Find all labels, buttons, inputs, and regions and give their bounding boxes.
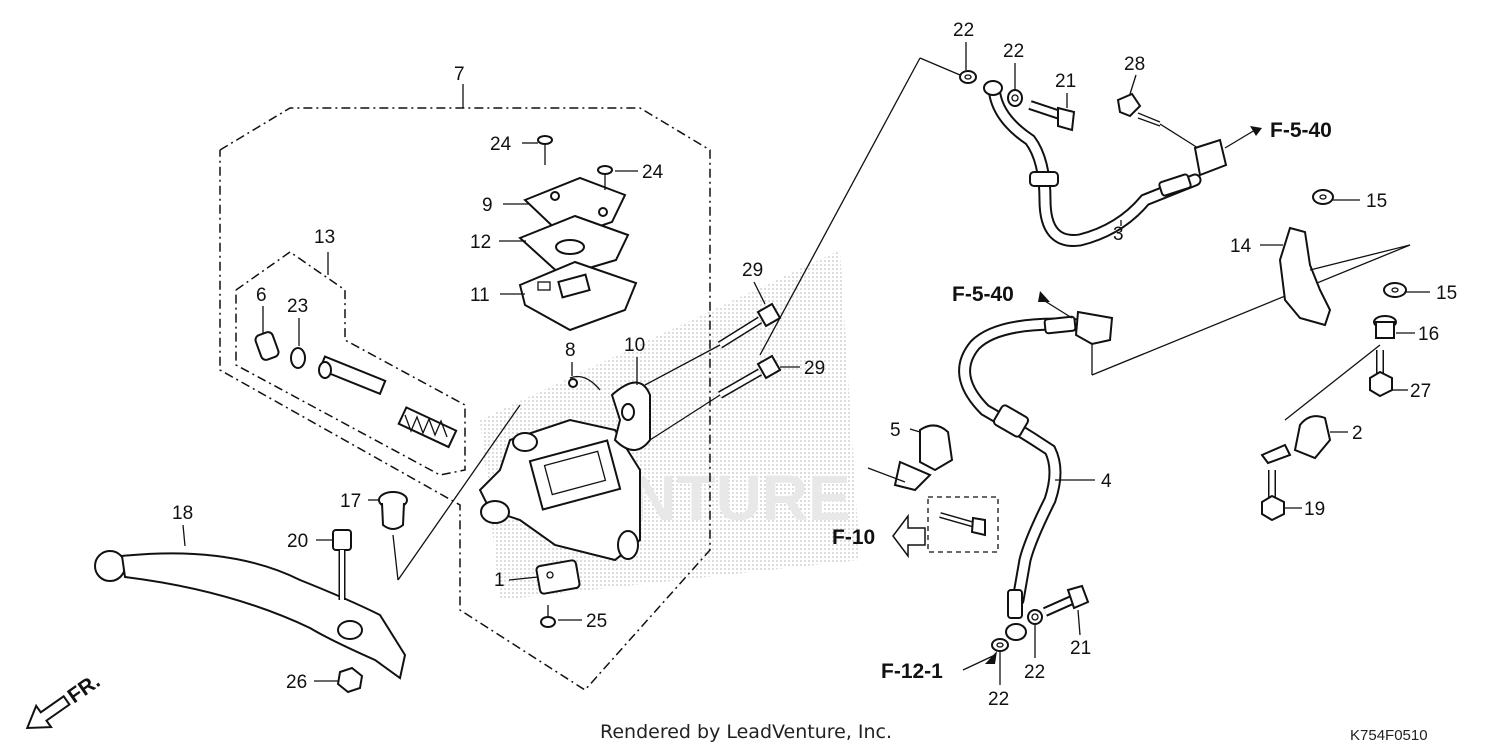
arrow-head-f540-mid <box>1038 291 1050 302</box>
label-13: 13 <box>314 227 335 248</box>
master-cylinder-body <box>478 418 641 562</box>
label-14: 14 <box>1230 236 1252 257</box>
bracket-washer-a <box>1312 189 1334 205</box>
label-6: 6 <box>256 285 267 306</box>
label-16: 16 <box>1418 324 1439 345</box>
bracket-washer-b <box>1383 282 1407 298</box>
label-21a: 21 <box>1055 71 1076 92</box>
label-24b: 24 <box>642 162 664 183</box>
label-18: 18 <box>172 503 193 524</box>
arrow-head-f540-top <box>1250 126 1262 136</box>
pivot-collar <box>378 491 408 530</box>
ref-f10: F-10 <box>832 526 875 549</box>
label-8: 8 <box>565 340 576 361</box>
cover-screw-a <box>537 135 553 165</box>
cover-screw-b <box>597 165 613 190</box>
sealing-washer-d <box>991 638 1009 652</box>
label-2: 2 <box>1352 423 1363 444</box>
diagram-code: K754F0510 <box>1350 727 1428 744</box>
label-19: 19 <box>1304 499 1325 520</box>
pivot-bolt <box>332 529 352 600</box>
handlebar-holder <box>610 381 651 451</box>
label-15a: 15 <box>1366 191 1387 212</box>
label-21b: 21 <box>1070 638 1091 659</box>
sealing-washer-a <box>959 70 977 84</box>
sealing-washer-b <box>1007 89 1023 107</box>
ref-f540-top: F-5-40 <box>1270 119 1332 142</box>
reservoir-cover <box>523 176 627 240</box>
label-22b: 22 <box>1003 41 1024 62</box>
label-17: 17 <box>340 491 361 512</box>
bracket-collar <box>1373 315 1397 339</box>
label-24a: 24 <box>490 134 512 155</box>
front-marker-text: FR. <box>64 670 105 708</box>
spring <box>397 406 458 449</box>
label-29b: 29 <box>804 358 825 379</box>
front-arrow-icon <box>25 694 71 729</box>
ref-f121: F-12-1 <box>881 660 943 683</box>
f10-arrow <box>892 513 926 559</box>
label-12: 12 <box>470 232 491 253</box>
label-28: 28 <box>1124 54 1145 75</box>
oil-bolt-a <box>1028 100 1076 132</box>
label-3: 3 <box>1113 224 1124 245</box>
label-10: 10 <box>624 335 645 356</box>
label-22a: 22 <box>953 20 974 41</box>
label-25: 25 <box>586 611 607 632</box>
piston <box>318 355 387 396</box>
part-labels: 7 24 24 9 12 11 13 6 23 8 10 29 29 18 20… <box>172 20 1457 710</box>
label-20: 20 <box>287 531 308 552</box>
label-7: 7 <box>454 64 465 85</box>
label-22d: 22 <box>988 689 1009 710</box>
pivot-nut <box>336 666 364 694</box>
leader-lines <box>182 42 1430 685</box>
label-23: 23 <box>287 296 308 317</box>
stop-switch <box>535 559 581 595</box>
lower-brake-hose <box>958 310 1114 641</box>
ref-f540-mid: F-5-40 <box>952 283 1014 306</box>
sensor-bracket <box>1260 415 1332 465</box>
front-direction-marker: FR. <box>25 670 105 729</box>
bracket-bolt <box>1369 350 1393 398</box>
label-11: 11 <box>470 285 490 306</box>
circlip <box>290 347 306 369</box>
holder-bolt-b <box>718 354 782 399</box>
label-5: 5 <box>890 420 901 441</box>
label-1: 1 <box>494 570 505 591</box>
hose-bracket <box>1278 226 1332 327</box>
label-22c: 22 <box>1024 662 1045 683</box>
label-15b: 15 <box>1436 283 1457 304</box>
label-27: 27 <box>1410 381 1431 402</box>
clamp-bolt <box>1116 92 1161 127</box>
upper-brake-hose <box>983 80 1228 247</box>
label-26: 26 <box>286 672 307 693</box>
boot <box>254 331 280 361</box>
diaphragm-plate <box>518 260 638 332</box>
footer-credit: Rendered by LeadVenture, Inc. <box>600 721 892 743</box>
kit-13-boundary <box>235 251 466 476</box>
hose-clamp <box>893 424 954 492</box>
clip <box>568 375 601 391</box>
reservoir-diaphragm <box>518 214 630 278</box>
label-29a: 29 <box>742 260 763 281</box>
label-4: 4 <box>1101 471 1112 492</box>
assembly-7-boundary <box>219 84 711 691</box>
switch-screw <box>540 605 556 628</box>
sensor-bolt <box>1261 470 1285 522</box>
sealing-washer-c <box>1027 609 1043 625</box>
reference-labels: F-5-40 F-5-40 F-10 F-12-1 <box>832 119 1332 683</box>
oil-bolt-b <box>1042 584 1090 617</box>
label-9: 9 <box>482 195 493 216</box>
brake-lever <box>94 550 407 680</box>
arrow-head-f121 <box>985 651 997 664</box>
clamp-area-boundary <box>927 496 999 553</box>
